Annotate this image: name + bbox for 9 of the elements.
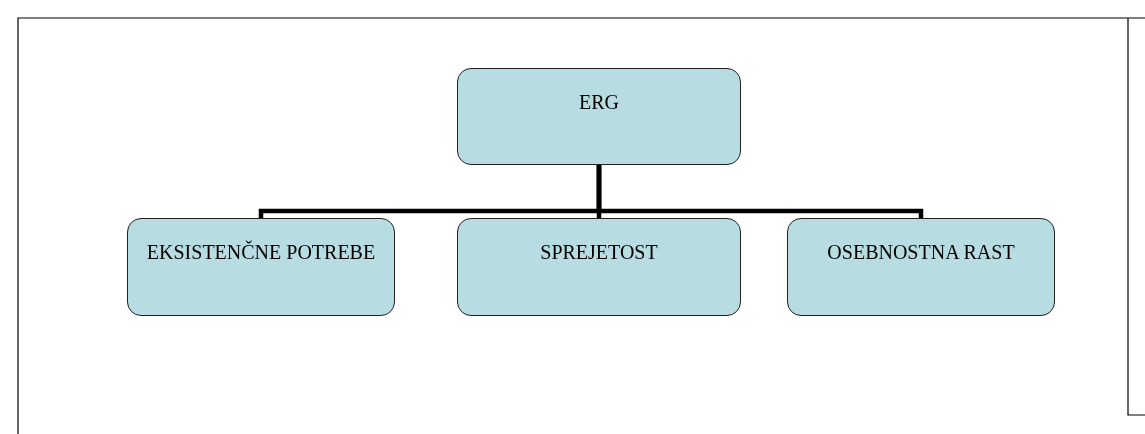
root-box [457, 68, 741, 165]
connector-line [596, 165, 924, 218]
category-box [457, 218, 741, 316]
box-label: ERG [578, 91, 620, 114]
box-label: EKSISTENČNE POTREBE [145, 241, 377, 264]
box-label: OSEBNOSTNA RAST [826, 241, 1016, 264]
category-box [127, 218, 395, 316]
category-box [787, 218, 1055, 316]
box-label: SPREJETOST [539, 241, 659, 264]
